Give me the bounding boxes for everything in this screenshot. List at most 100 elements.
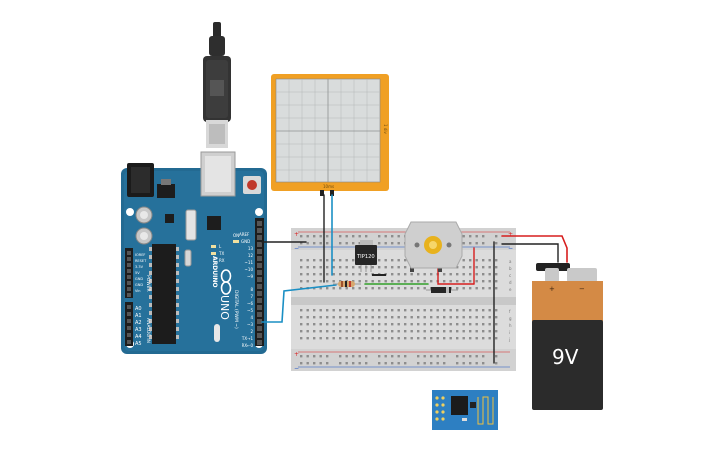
breadboard-hole[interactable]: [391, 242, 394, 245]
breadboard-hole[interactable]: [410, 309, 413, 312]
breadboard-hole[interactable]: [417, 355, 420, 358]
breadboard-hole[interactable]: [475, 266, 478, 269]
breadboard-hole[interactable]: [482, 259, 485, 262]
breadboard-hole[interactable]: [358, 235, 361, 238]
breadboard-hole[interactable]: [358, 362, 361, 365]
breadboard-hole[interactable]: [449, 323, 452, 326]
breadboard-hole[interactable]: [378, 362, 381, 365]
breadboard-hole[interactable]: [430, 309, 433, 312]
breadboard-hole[interactable]: [462, 337, 465, 340]
breadboard-hole[interactable]: [300, 362, 303, 365]
breadboard-hole[interactable]: [332, 309, 335, 312]
breadboard-hole[interactable]: [319, 323, 322, 326]
breadboard-hole[interactable]: [397, 355, 400, 358]
breadboard-hole[interactable]: [319, 316, 322, 319]
breadboard-hole[interactable]: [443, 337, 446, 340]
esp8266-module[interactable]: [432, 390, 498, 430]
breadboard-hole[interactable]: [306, 337, 309, 340]
breadboard-hole[interactable]: [436, 362, 439, 365]
breadboard-hole[interactable]: [469, 235, 472, 238]
breadboard-hole[interactable]: [371, 316, 374, 319]
breadboard-hole[interactable]: [326, 323, 329, 326]
breadboard-hole[interactable]: [378, 235, 381, 238]
breadboard-hole[interactable]: [352, 280, 355, 283]
breadboard-hole[interactable]: [365, 273, 368, 276]
breadboard-hole[interactable]: [391, 235, 394, 238]
breadboard-hole[interactable]: [469, 323, 472, 326]
breadboard-hole[interactable]: [417, 316, 420, 319]
breadboard-hole[interactable]: [352, 355, 355, 358]
breadboard-hole[interactable]: [469, 259, 472, 262]
breadboard-hole[interactable]: [495, 242, 498, 245]
breadboard-hole[interactable]: [371, 309, 374, 312]
breadboard-hole[interactable]: [443, 309, 446, 312]
breadboard-hole[interactable]: [365, 235, 368, 238]
breadboard-hole[interactable]: [358, 280, 361, 283]
breadboard-hole[interactable]: [456, 309, 459, 312]
breadboard-hole[interactable]: [469, 309, 472, 312]
breadboard-hole[interactable]: [358, 355, 361, 358]
breadboard-hole[interactable]: [404, 266, 407, 269]
breadboard-hole[interactable]: [358, 266, 361, 269]
breadboard-hole[interactable]: [469, 362, 472, 365]
breadboard-hole[interactable]: [365, 280, 368, 283]
breadboard-hole[interactable]: [378, 330, 381, 333]
breadboard-hole[interactable]: [456, 287, 459, 290]
breadboard-hole[interactable]: [306, 266, 309, 269]
breadboard-hole[interactable]: [488, 259, 491, 262]
breadboard-hole[interactable]: [306, 323, 309, 326]
breadboard-hole[interactable]: [423, 323, 426, 326]
breadboard-hole[interactable]: [339, 337, 342, 340]
breadboard-hole[interactable]: [495, 280, 498, 283]
breadboard-hole[interactable]: [358, 337, 361, 340]
breadboard-hole[interactable]: [397, 242, 400, 245]
breadboard-hole[interactable]: [404, 323, 407, 326]
breadboard-hole[interactable]: [482, 316, 485, 319]
breadboard-hole[interactable]: [313, 273, 316, 276]
breadboard-hole[interactable]: [410, 280, 413, 283]
breadboard-hole[interactable]: [319, 287, 322, 290]
breadboard-hole[interactable]: [462, 287, 465, 290]
breadboard-hole[interactable]: [495, 266, 498, 269]
wire-red-battery[interactable]: [501, 235, 568, 263]
breadboard-hole[interactable]: [482, 273, 485, 276]
breadboard-hole[interactable]: [404, 287, 407, 290]
breadboard-hole[interactable]: [469, 287, 472, 290]
breadboard-hole[interactable]: [378, 323, 381, 326]
breadboard-hole[interactable]: [384, 330, 387, 333]
breadboard-hole[interactable]: [371, 287, 374, 290]
jumper-black-short[interactable]: [372, 274, 386, 276]
breadboard-hole[interactable]: [378, 259, 381, 262]
breadboard-hole[interactable]: [410, 323, 413, 326]
breadboard-hole[interactable]: [378, 337, 381, 340]
breadboard-hole[interactable]: [300, 242, 303, 245]
breadboard-hole[interactable]: [391, 280, 394, 283]
breadboard-hole[interactable]: [475, 280, 478, 283]
breadboard-hole[interactable]: [391, 316, 394, 319]
breadboard-hole[interactable]: [326, 280, 329, 283]
breadboard-hole[interactable]: [469, 273, 472, 276]
breadboard-hole[interactable]: [306, 259, 309, 262]
breadboard-hole[interactable]: [300, 235, 303, 238]
usb-cable[interactable]: [203, 22, 231, 148]
breadboard-hole[interactable]: [313, 235, 316, 238]
breadboard-hole[interactable]: [384, 287, 387, 290]
breadboard-hole[interactable]: [332, 273, 335, 276]
breadboard-hole[interactable]: [443, 273, 446, 276]
breadboard-hole[interactable]: [306, 316, 309, 319]
breadboard-hole[interactable]: [300, 337, 303, 340]
breadboard-hole[interactable]: [300, 287, 303, 290]
breadboard-hole[interactable]: [339, 259, 342, 262]
breadboard-hole[interactable]: [339, 287, 342, 290]
breadboard-hole[interactable]: [462, 242, 465, 245]
breadboard-hole[interactable]: [332, 266, 335, 269]
breadboard-hole[interactable]: [300, 309, 303, 312]
breadboard-hole[interactable]: [300, 355, 303, 358]
breadboard-hole[interactable]: [423, 280, 426, 283]
breadboard-hole[interactable]: [417, 330, 420, 333]
breadboard-hole[interactable]: [352, 316, 355, 319]
breadboard-hole[interactable]: [313, 362, 316, 365]
breadboard-hole[interactable]: [384, 259, 387, 262]
breadboard-hole[interactable]: [430, 323, 433, 326]
breadboard-hole[interactable]: [345, 330, 348, 333]
